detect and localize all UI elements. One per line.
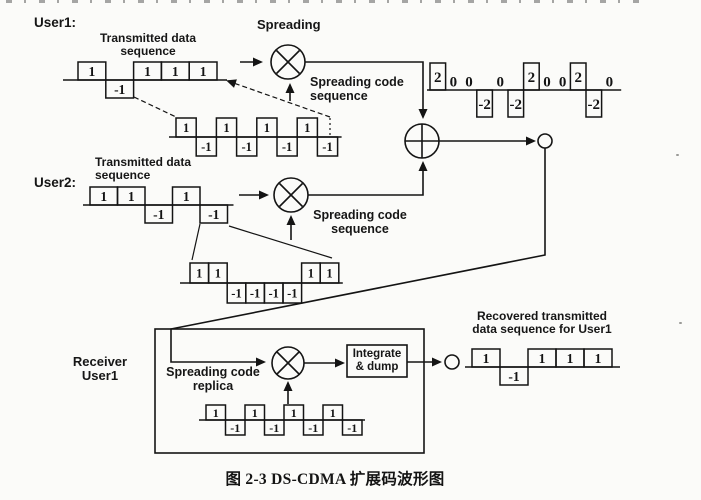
waveform-value: 1 (567, 351, 574, 366)
user1-spreading-multiplier-icon (240, 44, 306, 101)
waveform-value: 0 (450, 75, 458, 91)
user1-label: User1: (34, 15, 77, 30)
waveform-value: -1 (153, 207, 164, 222)
waveform-value: -1 (269, 421, 279, 435)
spreading-label: Spreading (257, 17, 321, 32)
user1-zoom-lines (133, 79, 331, 136)
user2-to-adder-line (308, 161, 428, 196)
user1-to-adder-line (305, 61, 428, 119)
waveform-value: -1 (508, 369, 519, 384)
waveform-value: 1 (100, 189, 107, 204)
waveform-user1-data: 1 -1 1 1 1 (63, 61, 227, 99)
waveform-value: 1 (183, 189, 190, 204)
waveform-value: 1 (539, 351, 546, 366)
waveform-value: 1 (215, 267, 221, 281)
waveform-value: -1 (282, 140, 292, 154)
receiver-user1-label: Receiver User1 (72, 354, 128, 384)
user1-transmitted-data-label: Transmitted data sequence (99, 31, 197, 59)
waveform-value: 1 (196, 267, 202, 281)
waveform-value: -1 (231, 287, 241, 301)
cropped-previous-line-fragment (6, 0, 640, 3)
receiver-output-node-icon (444, 354, 460, 370)
waveform-value: 0 (559, 75, 567, 91)
waveform-value: -1 (230, 421, 240, 435)
channel-node-icon (537, 133, 553, 149)
user1-spreading-code-label: Spreading code sequence (310, 75, 404, 103)
waveform-value: -2 (588, 97, 601, 113)
waveform-value: 2 (574, 70, 582, 86)
waveform-value: 1 (172, 64, 179, 79)
waveform-value: -1 (268, 287, 278, 301)
waveform-value: 1 (200, 64, 207, 79)
waveform-value: 1 (291, 406, 297, 420)
user2-spreading-multiplier-icon (239, 177, 309, 240)
waveform-value: -1 (308, 421, 318, 435)
figure-caption: 图 2-3 DS-CDMA 扩展码波形图 (225, 471, 445, 488)
waveform-value: 1 (330, 406, 336, 420)
waveform-value: 1 (183, 121, 189, 135)
waveform-value: -1 (201, 140, 211, 154)
waveform-value: 1 (304, 121, 310, 135)
waveform-value: 0 (465, 75, 473, 91)
waveform-value: 0 (543, 75, 551, 91)
receiver-box (154, 328, 425, 454)
waveform-value: 1 (223, 121, 229, 135)
waveform-value: 0 (606, 75, 614, 91)
waveform-value: 0 (496, 75, 504, 91)
waveform-value: -2 (510, 97, 523, 113)
user2-spreading-code-label: Spreading code sequence (313, 208, 407, 236)
waveform-value: 1 (308, 267, 314, 281)
waveform-user2-data: 1 1 -1 1 -1 (83, 186, 234, 224)
user2-label: User2: (34, 175, 77, 190)
waveform-value: 2 (528, 70, 536, 86)
waveform-receiver-code-replica: 1 -1 1 -1 1 -1 1 -1 (199, 404, 365, 436)
waveform-value: -1 (347, 421, 357, 435)
waveform-value: -1 (287, 287, 297, 301)
waveform-value: -2 (478, 97, 491, 113)
waveform-user1-spread-code: 1 -1 1 -1 1 -1 1 -1 (169, 117, 342, 157)
adder-icon (404, 123, 440, 159)
waveform-recovered-data: 1 -1 1 1 1 (465, 348, 620, 386)
scan-speckle (679, 322, 682, 324)
waveform-value: 1 (326, 267, 332, 281)
waveform-value: 1 (595, 351, 602, 366)
waveform-value: 1 (483, 351, 490, 366)
waveform-value: 1 (264, 121, 270, 135)
recovered-sequence-label: Recovered transmitted data sequence for … (472, 309, 612, 337)
waveform-value: 1 (144, 64, 151, 79)
integrate-dump-box (346, 344, 408, 378)
integrate-dump-label: Integrate & dump (352, 348, 402, 373)
waveform-value: 1 (128, 189, 135, 204)
spreading-code-replica-label: Spreading code replica (166, 365, 260, 393)
waveform-value: 1 (213, 406, 219, 420)
scan-speckle (676, 154, 679, 156)
user2-transmitted-data-label: Transmitted data sequence (95, 155, 192, 183)
waveform-value: -1 (250, 287, 260, 301)
receiver-multiplier-icon (271, 346, 305, 404)
waveform-value: -1 (241, 140, 251, 154)
user2-zoom-lines (191, 223, 333, 261)
waveform-value: 2 (434, 70, 442, 86)
waveform-value: 1 (252, 406, 258, 420)
waveform-value: -1 (322, 140, 332, 154)
waveform-value: 1 (89, 64, 96, 79)
waveform-value: -1 (208, 207, 219, 222)
waveform-value: -1 (114, 82, 125, 97)
